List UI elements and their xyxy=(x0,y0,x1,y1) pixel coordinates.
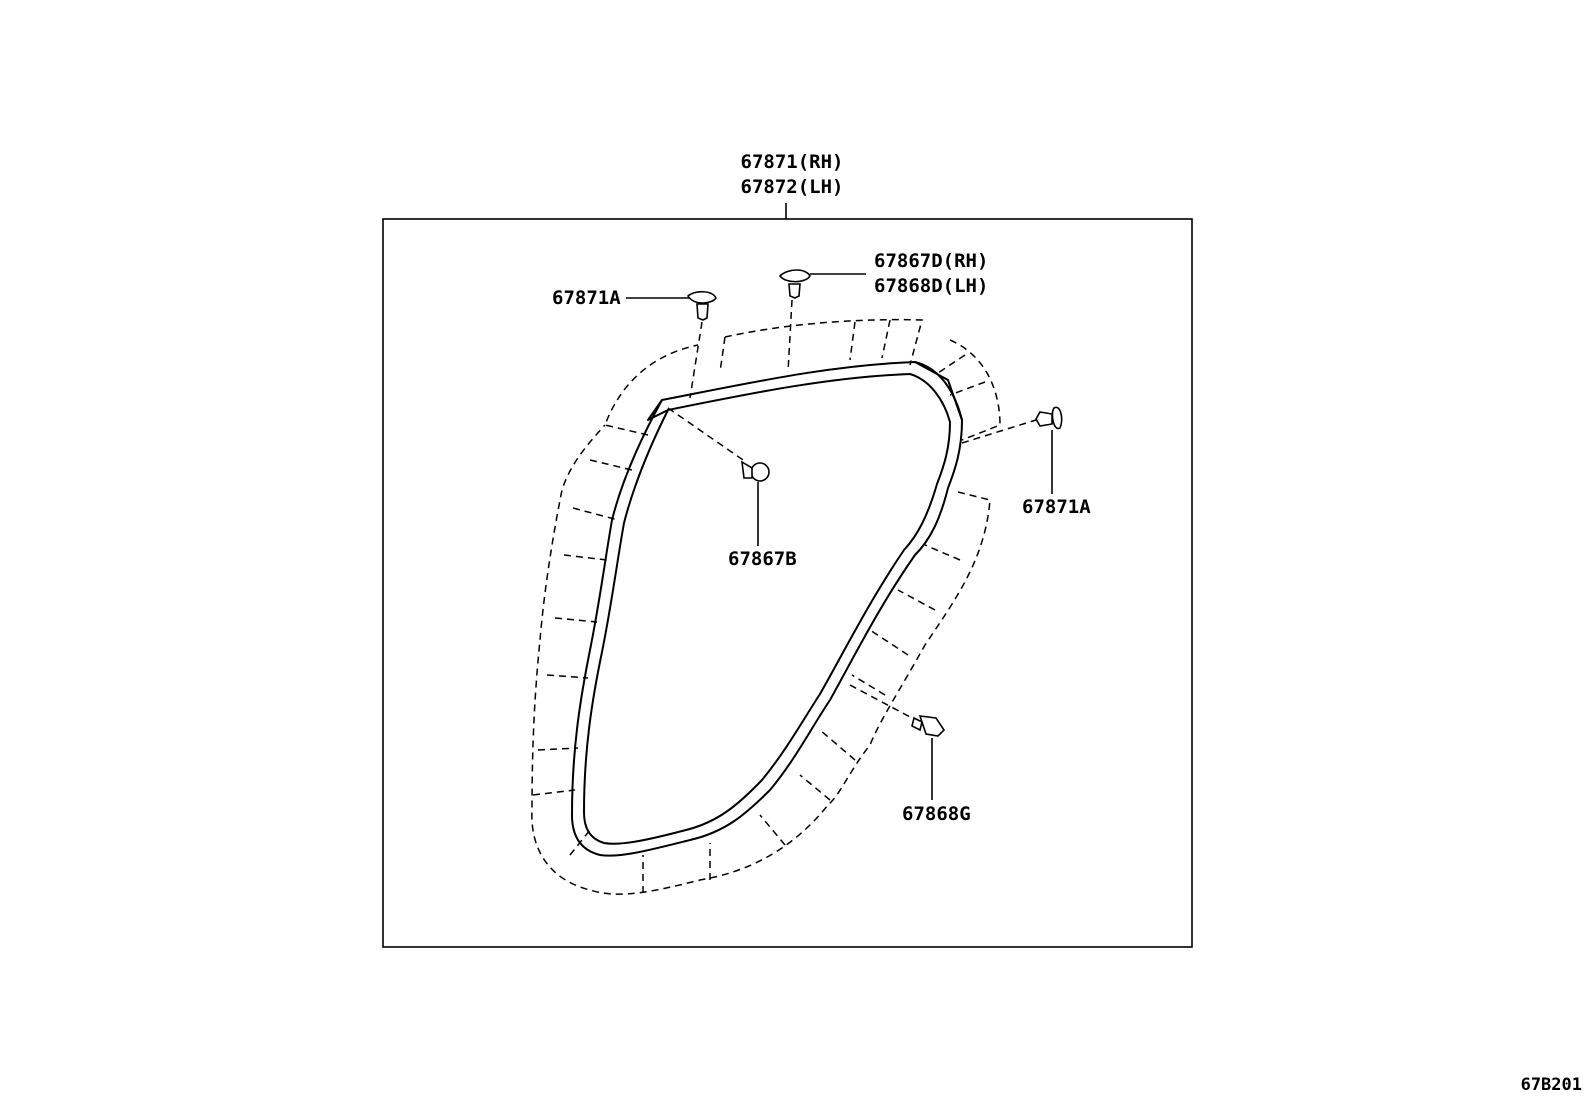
clip-67871a-right-icon xyxy=(1035,406,1063,430)
flange-outline-dashed xyxy=(531,318,1001,895)
assembly-frame xyxy=(382,218,1193,948)
leader-67871a-right-dashed xyxy=(961,419,1037,444)
label-67871a-top: 67871A xyxy=(552,287,621,309)
leader-67871a-top-dashed xyxy=(689,321,703,399)
door-weatherstrip-outer xyxy=(571,361,963,857)
clip-67868g-icon xyxy=(911,715,946,737)
main-part-label-rh: 67871(RH) xyxy=(741,151,844,173)
door-weatherstrip-inner xyxy=(583,373,951,845)
leader-67867d-dashed xyxy=(787,299,793,373)
weatherstrip-corner-tab xyxy=(647,361,963,421)
figure-reference: 67B201 xyxy=(1521,1075,1582,1095)
label-67867d-rh: 67867D(RH) xyxy=(874,250,988,272)
label-67868d-lh: 67868D(LH) xyxy=(874,275,988,297)
leader-67867b-dashed xyxy=(667,407,747,463)
main-part-label-lh: 67872(LH) xyxy=(741,176,844,198)
clip-67867b-icon xyxy=(741,460,770,482)
label-67871a-right: 67871A xyxy=(1022,496,1091,518)
label-67867b: 67867B xyxy=(728,548,797,570)
label-67868g: 67868G xyxy=(902,803,971,825)
clip-67867d-icon xyxy=(778,269,811,299)
clip-67871a-top-icon xyxy=(686,290,717,321)
leader-67868g-dashed xyxy=(849,684,913,719)
